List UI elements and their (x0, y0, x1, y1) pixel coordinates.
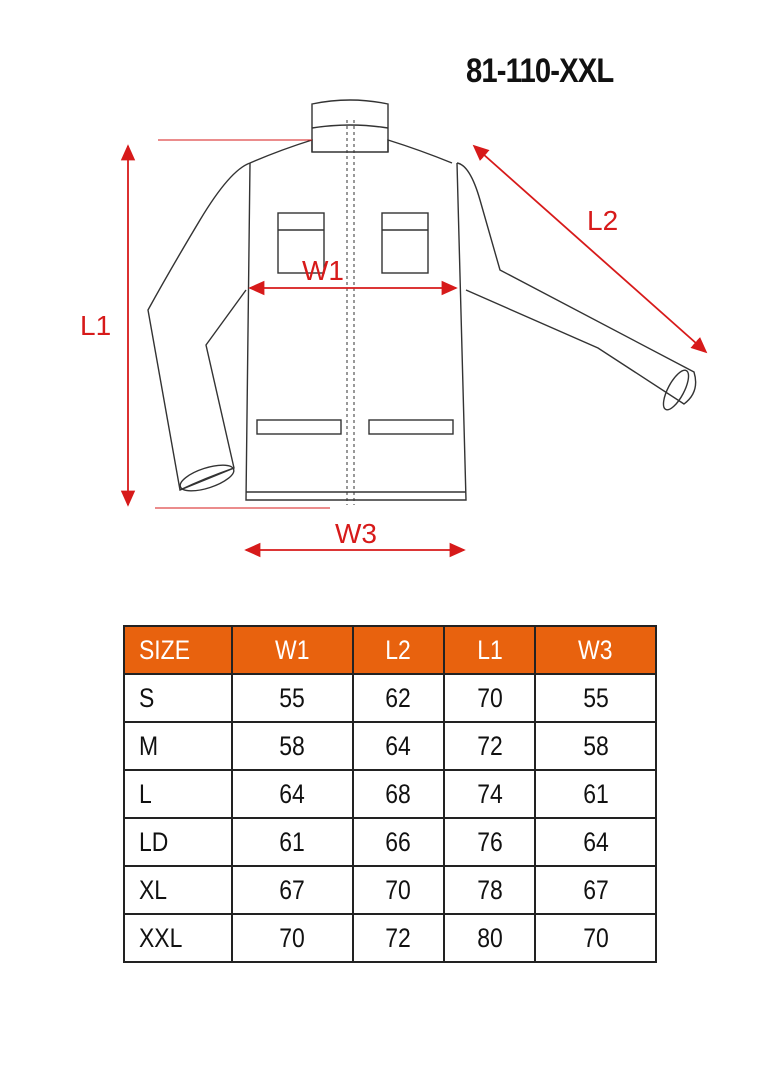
cell-w3: 58 (534, 721, 657, 771)
table-row: S 55 62 70 55 (123, 673, 657, 723)
label-L2: L2 (587, 205, 618, 236)
label-W3: W3 (335, 518, 377, 549)
cell-size: L (123, 769, 233, 819)
table-header-row: SIZE W1 L2 L1 W3 (123, 625, 657, 675)
cell-w1: 61 (231, 817, 354, 867)
table-row: XL 67 70 78 67 (123, 865, 657, 915)
jacket-diagram: L1 L2 W1 W3 (80, 99, 708, 558)
cell-size: M (123, 721, 233, 771)
cell-w3: 64 (534, 817, 657, 867)
cell-l2: 70 (351, 865, 445, 915)
cell-l2: 62 (351, 673, 445, 723)
header-l2: L2 (351, 625, 445, 675)
cell-l2: 64 (351, 721, 445, 771)
cell-l1: 74 (442, 769, 537, 819)
header-w3: W3 (534, 625, 657, 675)
cell-l1: 76 (442, 817, 537, 867)
cell-w1: 70 (231, 913, 354, 963)
header-w1: W1 (231, 625, 354, 675)
cell-w1: 55 (231, 673, 354, 723)
table-row: LD 61 66 76 64 (123, 817, 657, 867)
cell-w3: 61 (534, 769, 657, 819)
cell-size: S (123, 673, 233, 723)
table-row: M 58 64 72 58 (123, 721, 657, 771)
label-L1: L1 (80, 310, 111, 341)
cell-l2: 72 (351, 913, 445, 963)
cell-w3: 55 (534, 673, 657, 723)
product-code: 81-110-XXL (466, 52, 614, 90)
cell-size: LD (123, 817, 233, 867)
jacket-outline (147, 99, 697, 505)
cell-l1: 72 (442, 721, 537, 771)
label-W1: W1 (302, 255, 344, 286)
header-l1: L1 (442, 625, 537, 675)
table-row: L 64 68 74 61 (123, 769, 657, 819)
table-row: XXL 70 72 80 70 (123, 913, 657, 963)
dimension-lines (120, 139, 708, 558)
cell-w1: 58 (231, 721, 354, 771)
cell-l1: 78 (442, 865, 537, 915)
size-table: SIZE W1 L2 L1 W3 S 55 62 70 55 M 58 64 7… (123, 625, 657, 963)
cell-size: XXL (123, 913, 233, 963)
cell-w1: 67 (231, 865, 354, 915)
cell-l1: 70 (442, 673, 537, 723)
cell-w3: 70 (534, 913, 657, 963)
cell-w3: 67 (534, 865, 657, 915)
header-size: SIZE (123, 625, 233, 675)
cell-size: XL (123, 865, 233, 915)
cell-l2: 66 (351, 817, 445, 867)
cell-l1: 80 (442, 913, 537, 963)
cell-w1: 64 (231, 769, 354, 819)
cell-l2: 68 (351, 769, 445, 819)
